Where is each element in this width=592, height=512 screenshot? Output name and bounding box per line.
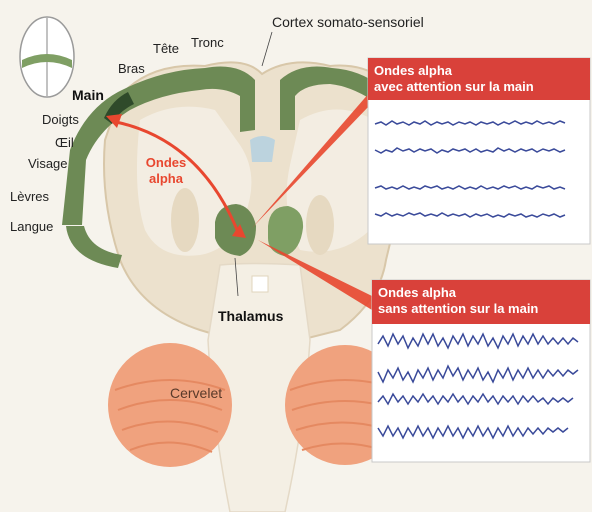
label-tete: Tête [153, 42, 179, 55]
panel-no-attention-header: Ondes alpha sans attention sur la main [372, 282, 590, 324]
label-levres: Lèvres [10, 190, 49, 203]
panel-attention-line1: Ondes alpha [374, 63, 584, 79]
panel-attention-line2: avec attention sur la main [374, 79, 584, 95]
label-cortex: Cortex somato-sensoriel [272, 15, 424, 29]
panel-attention-header: Ondes alpha avec attention sur la main [368, 60, 590, 100]
brain-top-view-icon [20, 17, 74, 97]
label-tronc: Tronc [191, 36, 224, 49]
label-thalamus: Thalamus [218, 309, 283, 323]
panel-no-attention-line1: Ondes alpha [378, 285, 584, 301]
label-ondes-alpha: Ondes alpha [136, 155, 196, 187]
label-langue: Langue [10, 220, 53, 233]
label-visage: Visage [28, 157, 68, 170]
label-cervelet: Cervelet [170, 386, 222, 400]
panel-no-attention-line2: sans attention sur la main [378, 301, 584, 317]
label-main: Main [72, 88, 104, 102]
label-bras: Bras [118, 62, 145, 75]
label-oeil: Œil [55, 136, 74, 149]
thalamus-region [215, 204, 256, 256]
label-doigts: Doigts [42, 113, 79, 126]
